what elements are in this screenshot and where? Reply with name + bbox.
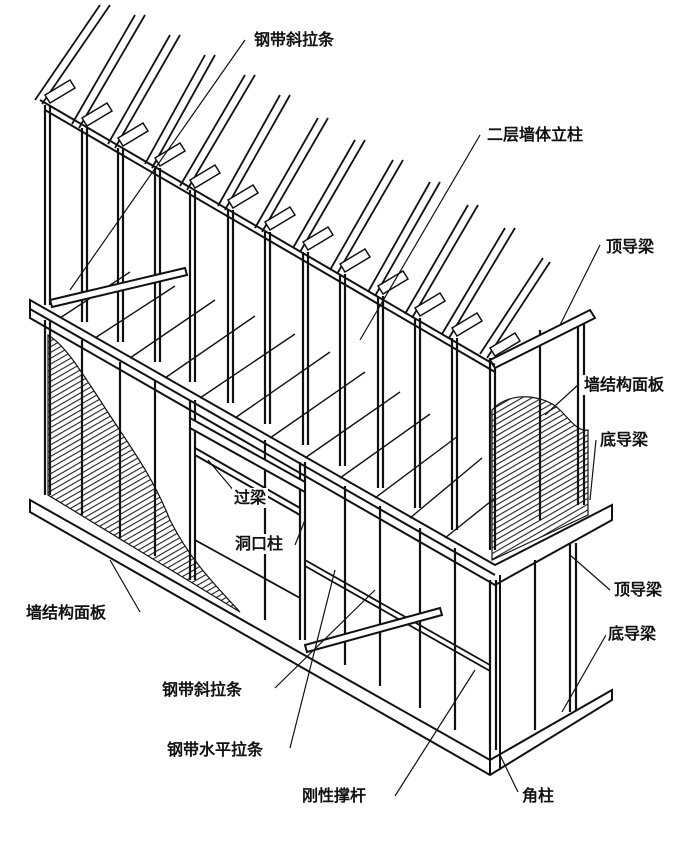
lower-strap-brace: [303, 606, 444, 654]
door-header: [189, 416, 306, 517]
rafter-brackets: [43, 78, 522, 358]
label-brace-top: 钢带斜拉条: [252, 30, 337, 50]
label-jack-stud: 洞口柱: [233, 534, 286, 554]
roof-rafters: [34, 4, 551, 359]
eave-plate: [39, 99, 496, 373]
corner-post: [489, 575, 501, 775]
label-strap-horizontal: 钢带水平拉条: [165, 740, 266, 760]
upper-strap-brace: [48, 266, 189, 309]
floor-joists: [59, 271, 496, 539]
lower-horizontal-strap: [194, 539, 491, 672]
leader-lines: [69, 39, 611, 797]
floor-beam: [29, 298, 613, 587]
label-top-track-upper: 顶导梁: [604, 237, 657, 257]
label-rigid-blocking: 刚性撑杆: [300, 786, 369, 806]
label-second-floor-stud: 二层墙体立柱: [485, 125, 586, 145]
label-corner-post: 角柱: [520, 786, 557, 806]
sheathing-left-panel: [47, 333, 241, 613]
label-sheathing-right: 墙结构面板: [582, 375, 667, 395]
label-sheathing-left: 墙结构面板: [24, 603, 109, 623]
label-header: 过梁: [232, 488, 269, 508]
label-top-track-lower: 顶导梁: [612, 580, 665, 600]
label-bottom-track-lower: 底导梁: [606, 624, 659, 644]
second-floor-studs: [43, 105, 586, 550]
upper-top-track: [488, 308, 597, 370]
label-brace-bottom: 钢带斜拉条: [160, 680, 245, 700]
label-bottom-track-upper: 底导梁: [598, 430, 651, 450]
